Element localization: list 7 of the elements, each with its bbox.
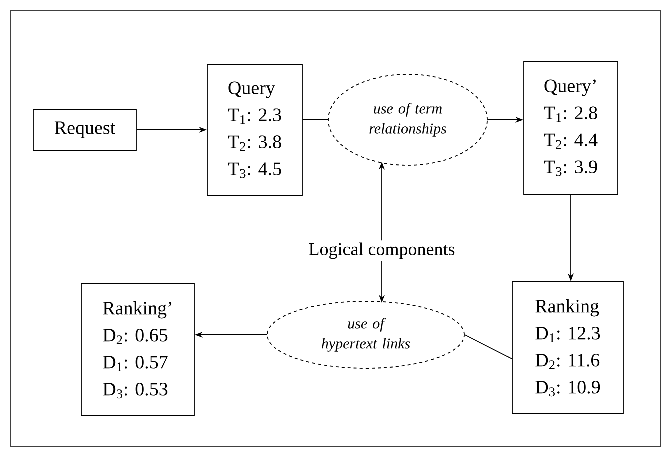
- text-box: Query T$_{1}$: 2.3 T$_{2}$: 3.8 T$_{3}$: 4.5: [207, 64, 303, 196]
- text-box: Request: [33, 109, 137, 151]
- connector-line: [464, 334, 512, 360]
- text-box: Ranking’ D$_{2}$: 0.65 D$_{1}$: 0.57 D$_{3}$: 0.53: [81, 284, 195, 416]
- label-text: Logical components: [309, 242, 455, 260]
- text-box: Query’ T$_{1}$: 2.8 T$_{2}$: 4.4 T$_{3}$: 3.9: [524, 61, 618, 195]
- text-box: Ranking D$_{1}$: 12.3 D$_{2}$: 11.6 D$_{3}$: 10.9: [512, 282, 624, 414]
